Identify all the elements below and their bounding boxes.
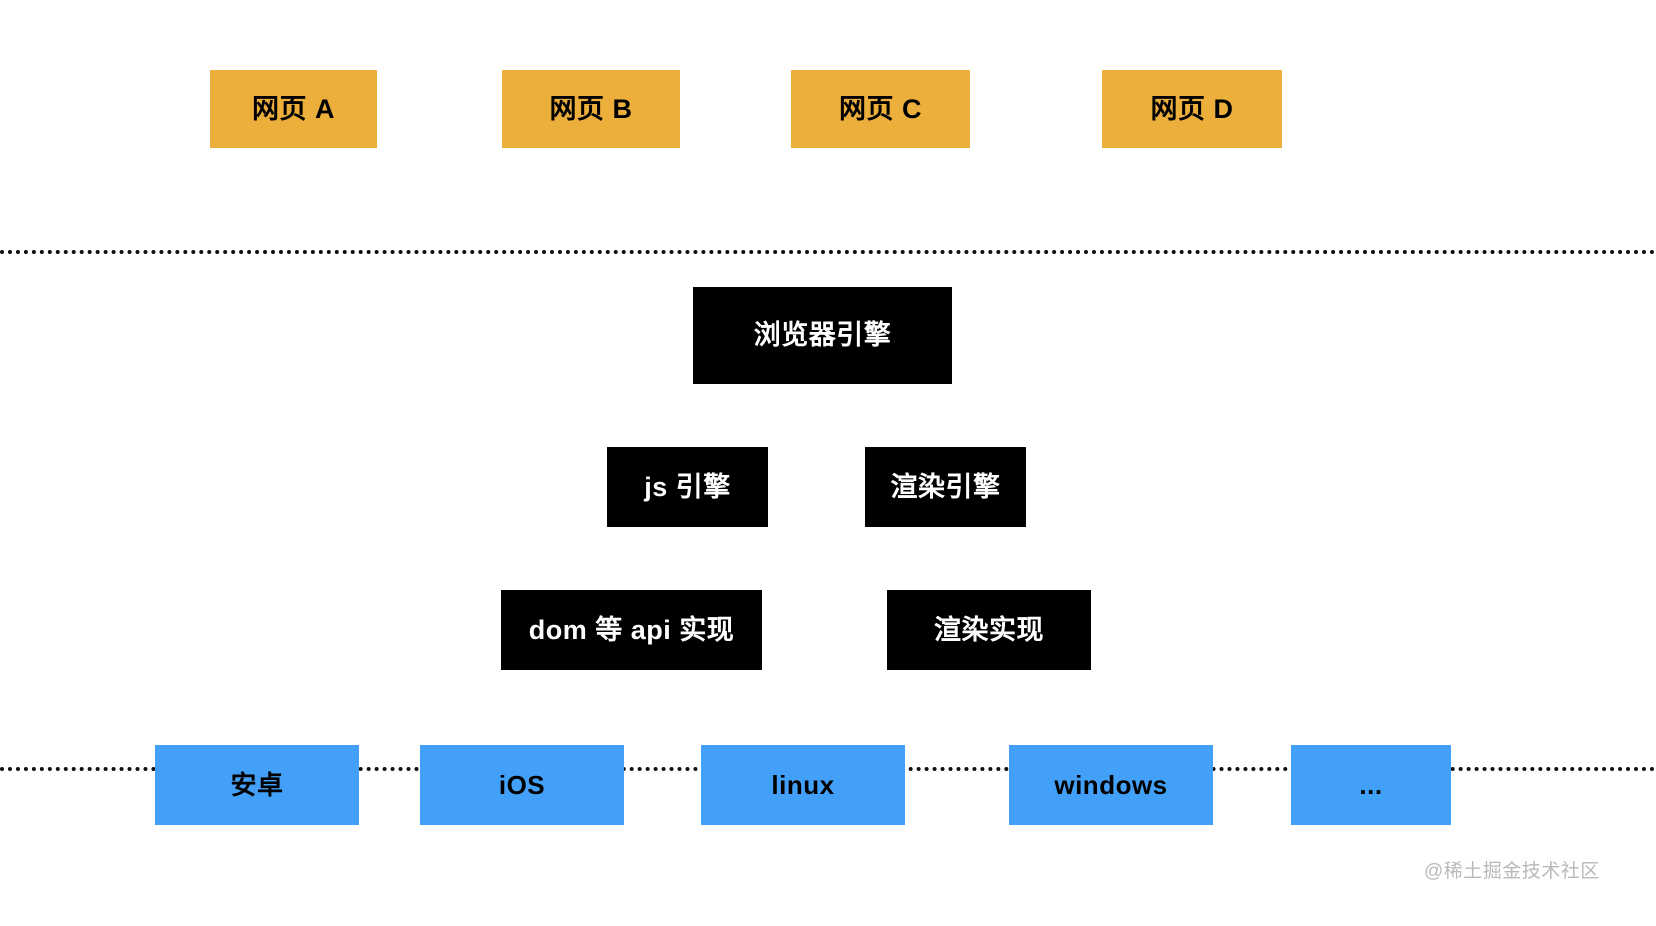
implementation-box-1: dom 等 api 实现 [501, 590, 762, 670]
browser-engine-box: 浏览器引擎 [693, 287, 952, 384]
platform-box-4: windows [1009, 745, 1213, 825]
web-page-box-3: 网页 C [791, 70, 970, 148]
divider-pages-engine [0, 250, 1656, 254]
platform-box-2: iOS [420, 745, 624, 825]
web-page-box-2: 网页 B [502, 70, 680, 148]
sub-engine-box-2: 渲染引擎 [865, 447, 1026, 527]
implementation-box-2: 渲染实现 [887, 590, 1091, 670]
platform-box-5: ... [1291, 745, 1451, 825]
platform-box-1: 安卓 [155, 745, 359, 825]
sub-engine-box-1: js 引擎 [607, 447, 768, 527]
web-page-box-1: 网页 A [210, 70, 377, 148]
web-page-box-4: 网页 D [1102, 70, 1282, 148]
platform-box-3: linux [701, 745, 905, 825]
watermark-label: @稀土掘金技术社区 [1424, 861, 1600, 882]
